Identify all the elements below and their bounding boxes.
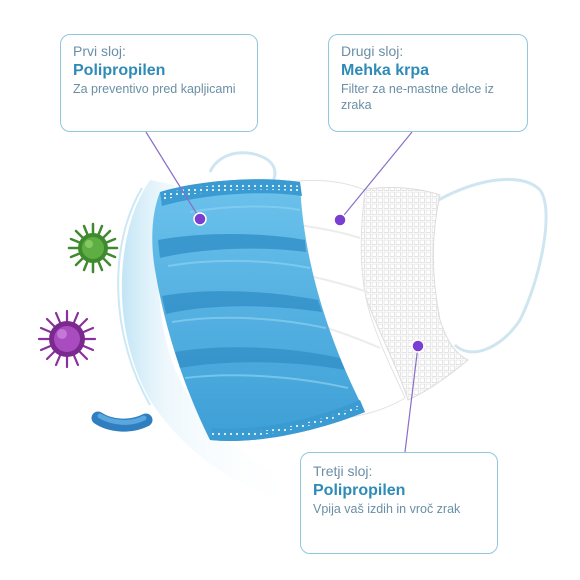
ear-loop-left (208, 151, 277, 187)
callout-first-layer: Prvi sloj: Polipropilen Za preventivo pr… (60, 34, 258, 132)
callout-title: Polipropilen (73, 62, 166, 79)
callout-kicker: Prvi sloj: (73, 43, 126, 59)
callout-description: Filter za ne-mastne delce iz zraka (341, 82, 494, 112)
inner-mesh-layer (359, 187, 469, 401)
marker-third-layer (411, 339, 425, 353)
marker-second-layer (333, 213, 347, 227)
callout-title: Polipropilen (313, 482, 406, 499)
blue-bacterium-icon (91, 411, 153, 432)
marker-first-layer (193, 212, 207, 226)
callout-second-layer: Drugi sloj: Mehka krpa Filter za ne-mast… (328, 34, 528, 132)
purple-virus-icon (37, 309, 97, 369)
callout-third-layer: Tretji sloj: Polipropilen Vpija vaš izdi… (300, 452, 498, 554)
outer-blue-layer (152, 179, 365, 441)
leader-line-first (145, 131, 201, 220)
callout-title: Mehka krpa (341, 62, 430, 79)
green-virus-icon (67, 222, 119, 274)
ear-loop-right (429, 177, 548, 354)
callout-kicker: Tretji sloj: (313, 463, 373, 479)
leader-line-third (404, 345, 419, 453)
leader-line-second (339, 131, 413, 221)
callout-description: Za preventivo pred kapljicami (73, 82, 236, 96)
callout-kicker: Drugi sloj: (341, 43, 404, 59)
callout-description: Vpija vaš izdih in vroč zrak (313, 502, 461, 516)
